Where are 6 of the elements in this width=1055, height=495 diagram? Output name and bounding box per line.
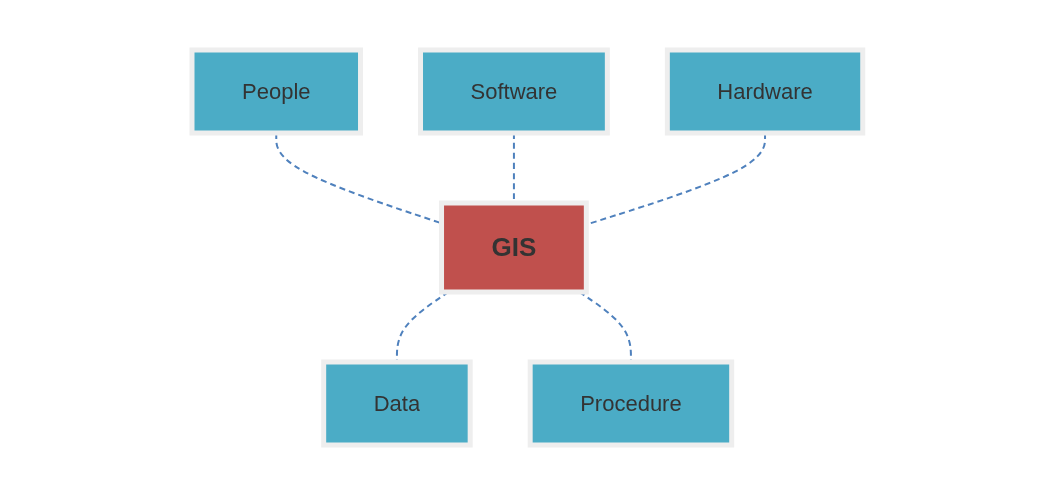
node-box: People [189, 47, 364, 136]
node-box: Hardware [665, 47, 866, 136]
node-box: Software [418, 47, 610, 136]
node-box: Data [321, 359, 473, 448]
node-box: Procedure [527, 359, 735, 448]
node-box: GIS [439, 200, 589, 295]
